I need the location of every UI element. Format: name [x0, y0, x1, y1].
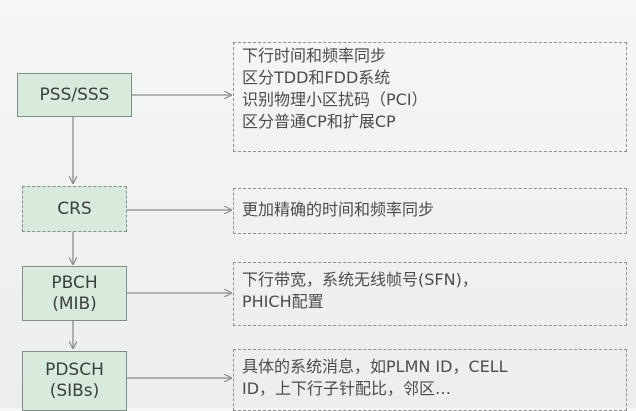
- pbch-description: 下行带宽，系统无线帧号(SFN)， PHICH配置: [233, 262, 627, 326]
- crs-description: 更加精确的时间和频率同步: [233, 188, 627, 234]
- pss-desc-line: 区分TDD和FDD系统: [242, 68, 391, 87]
- pss-sss-node: PSS/SSS: [17, 73, 132, 117]
- pss-desc-line: 下行时间和频率同步: [242, 46, 387, 65]
- pdsch-description: 具体的系统消息，如PLMN ID，CELL ID，上下行子针配比，邻区…: [233, 349, 627, 411]
- pbch-node: PBCH (MIB): [22, 266, 127, 321]
- pss-sss-label: PSS/SSS: [39, 84, 110, 105]
- pdsch-desc-line: 具体的系统消息，如PLMN ID，CELL: [242, 357, 508, 376]
- pdsch-label-line2: (SIBs): [49, 381, 100, 401]
- pss-desc-line: 区分普通CP和扩展CP: [242, 112, 396, 131]
- pss-desc-line: 识别物理小区扰码（PCI）: [242, 90, 428, 109]
- pbch-label-line1: PBCH: [51, 272, 98, 293]
- pbch-desc-line: 下行带宽，系统无线帧号(SFN)，: [242, 270, 478, 289]
- pdsch-desc-line: ID，上下行子针配比，邻区…: [242, 379, 452, 398]
- crs-desc-line: 更加精确的时间和频率同步: [242, 200, 435, 219]
- pss-sss-description: 下行时间和频率同步 区分TDD和FDD系统 识别物理小区扰码（PCI） 区分普通…: [233, 42, 627, 152]
- pbch-label-line2: (MIB): [52, 293, 97, 314]
- pdsch-node: PDSCH (SIBs): [22, 351, 127, 411]
- crs-label: CRS: [57, 198, 92, 219]
- pbch-desc-line: PHICH配置: [242, 292, 324, 311]
- crs-node: CRS: [22, 186, 127, 232]
- pdsch-label-line1: PDSCH: [45, 360, 104, 380]
